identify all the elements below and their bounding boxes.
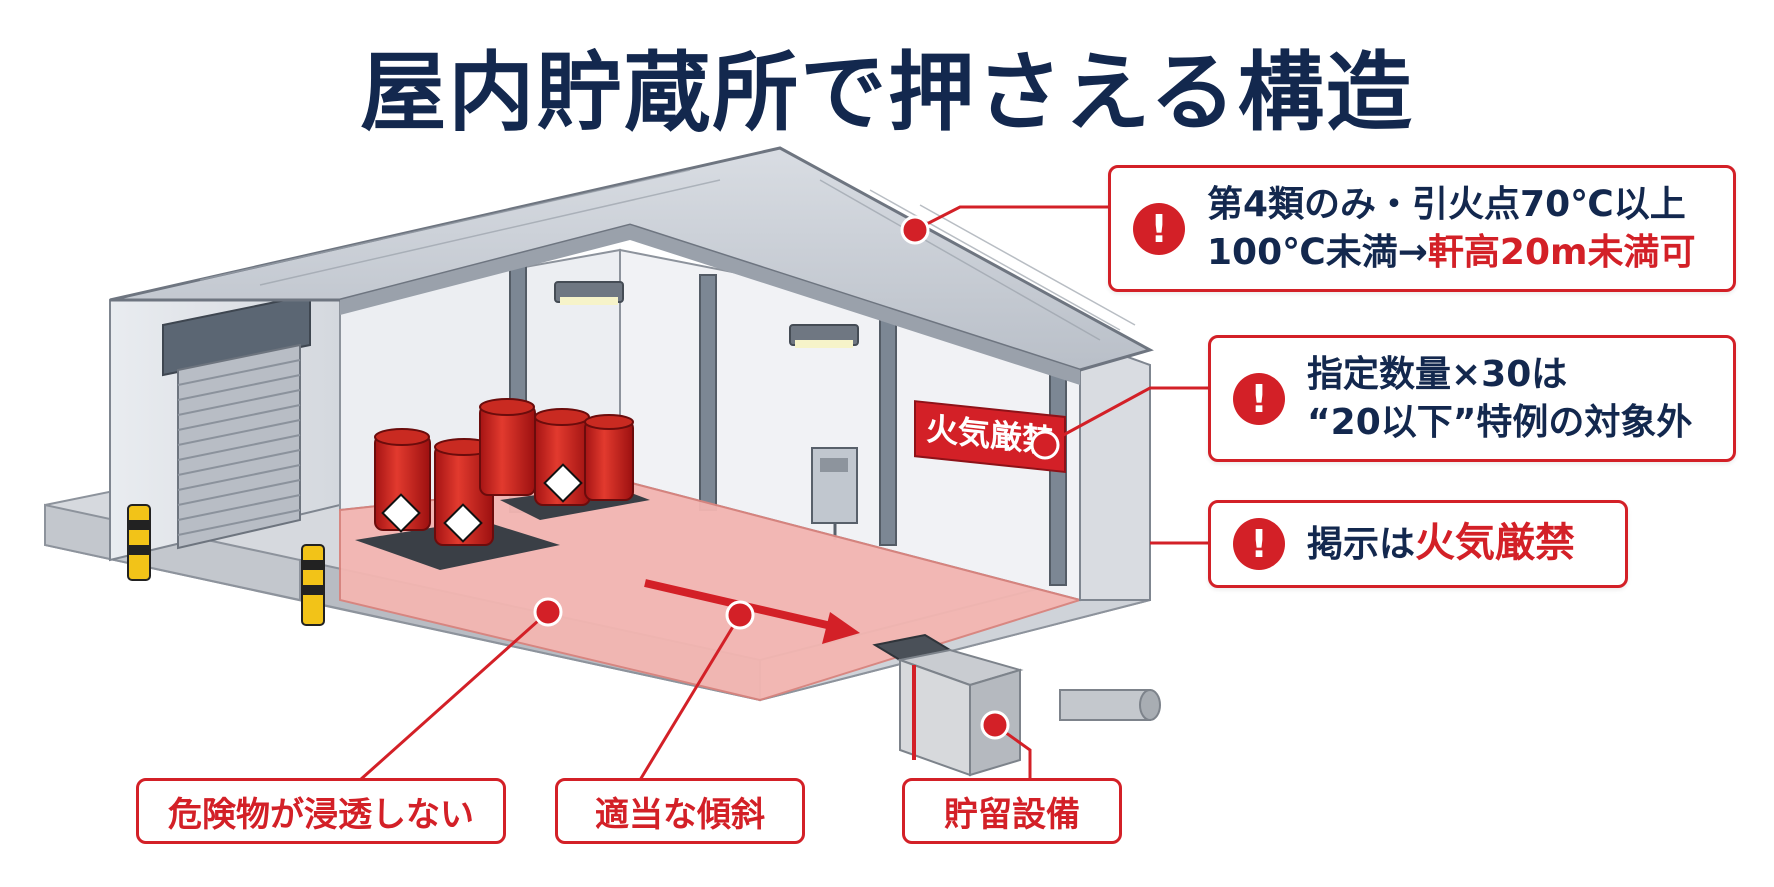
label-impermeable-floor: 危険物が浸透しない [136,778,506,844]
callout-eaves-line2-highlight: 軒高20m未満可 [1427,231,1696,273]
callout-sign-text: 掲示は火気厳禁 [1307,519,1575,569]
callout-sign-highlight: 火気厳禁 [1415,520,1576,566]
drum [534,408,591,506]
callout-sign-prefix: 掲示は [1307,524,1416,565]
callout-quantity: ! 指定数量×30は “20以下”特例の対象外 [1208,335,1736,462]
callout-sign: ! 掲示は火気厳禁 [1208,500,1628,588]
alert-icon: ! [1233,372,1285,425]
label-slope: 適当な傾斜 [555,778,805,844]
right-wall [1079,338,1151,601]
callout-eaves-line2: 100℃未満→軒高20m未満可 [1207,229,1696,277]
roof [109,146,1154,385]
callout-quantity-text: 指定数量×30は “20以下”特例の対象外 [1307,351,1692,447]
roller-shutter [162,293,311,550]
alert-icon: ! [1133,202,1185,255]
callout-quantity-line1: 指定数量×30は [1307,353,1568,395]
steel-columns [509,261,1067,586]
page-title: 屋内貯蔵所で押さえる構造 [360,43,1414,143]
callout-eaves-height: ! 第4類のみ・引火点70℃以上 100℃未満→軒高20m未満可 [1108,165,1736,292]
callout-quantity-line2: “20以下”特例の対象外 [1307,401,1693,443]
drum [374,428,431,533]
callout-eaves-line2-prefix: 100℃未満→ [1207,231,1428,273]
bollards [127,504,325,626]
callout-eaves-line1: 第4類のみ・引火点70℃以上 [1207,183,1686,225]
drum [584,414,634,501]
drum-stack [355,398,650,570]
label-retention-pit: 貯留設備 [902,778,1122,844]
left-wall [109,246,341,562]
drum [479,398,536,496]
electrical-panel [811,447,858,540]
callout-eaves-text: 第4類のみ・引火点70℃以上 100℃未満→軒高20m未満可 [1207,181,1696,277]
drum [434,438,494,546]
drain-pit [872,633,1161,777]
alert-icon: ! [1233,518,1285,570]
callout-dots [533,215,1060,740]
ceiling-lights [554,281,859,348]
